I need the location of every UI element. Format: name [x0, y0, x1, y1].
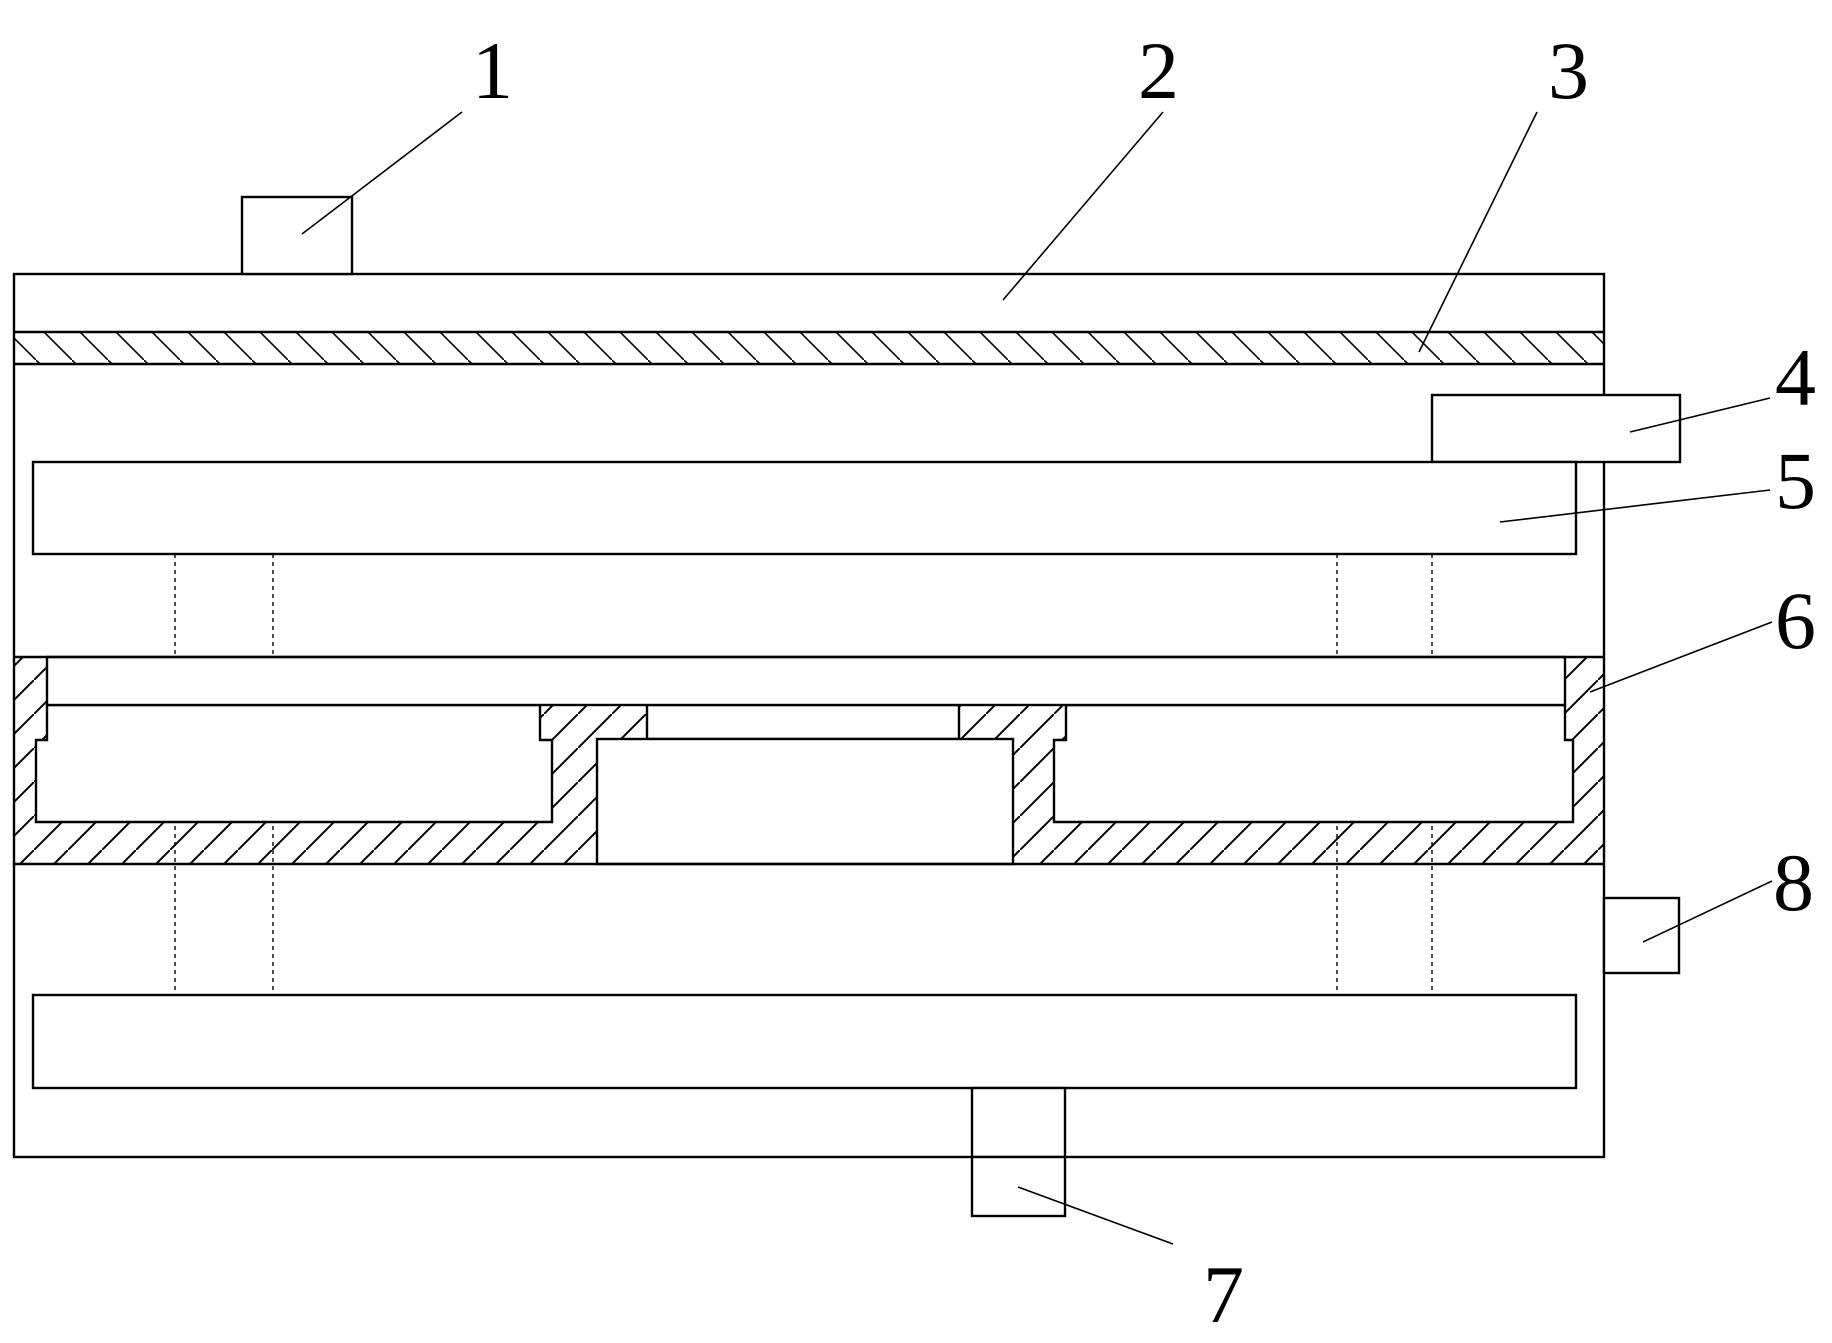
mold-top-strip — [45, 655, 1567, 707]
label-8: 8 — [1773, 837, 1814, 928]
side-port — [1430, 393, 1682, 464]
guide-columns — [174, 554, 1433, 995]
hatched-layer — [14, 332, 1604, 364]
label-7: 7 — [1203, 1249, 1244, 1340]
label-1: 1 — [472, 25, 513, 116]
mold-center-insert — [595, 737, 1015, 866]
lower-plate — [31, 993, 1578, 1090]
side-outlet — [1602, 896, 1681, 975]
upper-plate — [31, 460, 1578, 556]
label-3: 3 — [1548, 25, 1589, 116]
mold-center-slot — [645, 703, 961, 741]
label-6: 6 — [1775, 575, 1816, 666]
label-4: 4 — [1775, 332, 1816, 423]
leader-lines — [301, 111, 1773, 1245]
bottom-stem — [970, 1086, 1067, 1159]
bottom-port — [970, 1155, 1067, 1218]
label-2: 2 — [1138, 25, 1179, 116]
mold-cavity-right — [1052, 703, 1575, 824]
mold-cavity-left — [34, 703, 554, 824]
label-5: 5 — [1775, 435, 1816, 526]
